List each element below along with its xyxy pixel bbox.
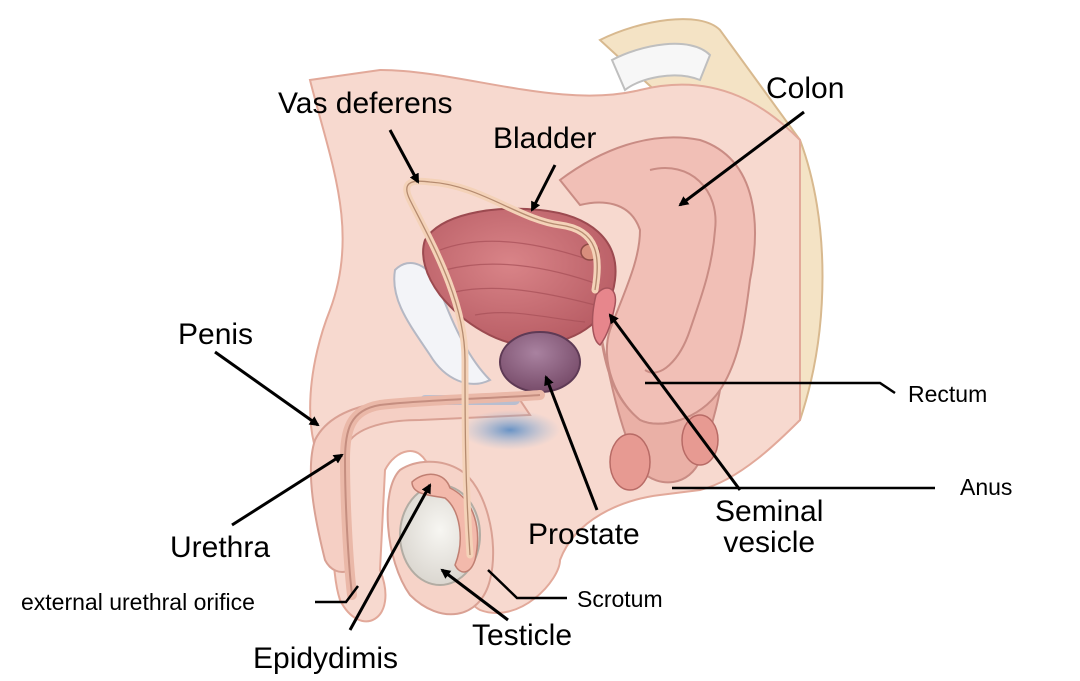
urethra-pointer [231, 453, 344, 527]
label-urethra: Urethra [170, 531, 271, 564]
corpus-blue [460, 410, 560, 450]
prostate-pointer [544, 375, 599, 511]
scrotum-leader [487, 569, 567, 600]
label-anus: Anus [960, 474, 1013, 500]
label-rectum: Rectum [908, 381, 988, 407]
label-seminal-vesicle-line2: vesicle [723, 526, 816, 559]
anal-sphincters [609, 414, 719, 491]
label-epididymis: Epidydimis [253, 642, 399, 675]
label-seminal-vesicle-line1: Seminal [715, 495, 824, 528]
label-external-urethral-orifice: external urethral orifice [21, 589, 255, 615]
label-bladder: Bladder [493, 122, 597, 155]
orifice-leader [315, 585, 359, 604]
label-scrotum: Scrotum [577, 586, 663, 612]
colon-pointer [678, 110, 805, 207]
label-seminal-vesicle: Seminal vesicle [715, 496, 823, 558]
testicle-pointer [440, 568, 509, 622]
epididymis-shape [411, 473, 479, 573]
label-testicle: Testicle [472, 619, 573, 652]
vas-deferens-pointer [388, 129, 420, 184]
label-prostate: Prostate [528, 518, 640, 551]
colon-inner [644, 167, 717, 374]
label-penis: Penis [178, 318, 254, 351]
label-colon: Colon [766, 72, 845, 105]
penis-pointer [214, 350, 320, 427]
rectum-leader [645, 381, 896, 395]
bladder-pointer [530, 164, 557, 212]
vertebra-disc [610, 42, 712, 92]
prostate-gland [499, 331, 581, 393]
epididymis-pointer [348, 483, 432, 631]
leader-lines [315, 381, 935, 604]
seminal-vesicle-shape [591, 287, 617, 346]
pointer-lines [214, 110, 805, 631]
seminal-vesicle-pointer [608, 313, 742, 491]
label-vas-deferens: Vas deferens [278, 87, 453, 120]
bladder-muscle-fibers [439, 240, 601, 323]
